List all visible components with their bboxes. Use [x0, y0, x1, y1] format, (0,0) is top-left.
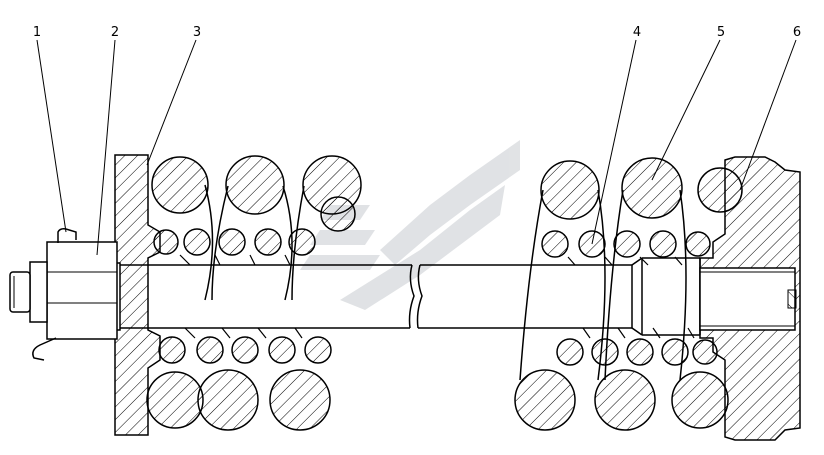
callout-5: 5	[717, 25, 725, 40]
leader-lines	[36, 39, 797, 256]
left-flange	[114, 154, 161, 436]
inner-spring-top	[153, 196, 711, 258]
leader-5	[651, 39, 721, 181]
watermark-logo	[300, 140, 520, 310]
callout-4: 4	[633, 25, 641, 40]
outer-spring-bottom	[146, 369, 729, 431]
leader-4	[591, 39, 637, 245]
callout-labels: 1 2 3 4 5 6	[33, 25, 801, 40]
callout-2: 2	[111, 25, 119, 40]
inner-spring-bottom	[158, 336, 718, 366]
nut	[9, 241, 118, 340]
callout-1: 1	[33, 25, 41, 40]
right-end-piece	[699, 156, 801, 441]
inner-spring-flanks	[179, 254, 695, 339]
callout-6: 6	[793, 25, 801, 40]
outer-spring-flanks	[204, 184, 687, 381]
leader-6	[739, 39, 797, 191]
callout-3: 3	[193, 25, 201, 40]
leader-2	[96, 39, 116, 256]
leader-3	[146, 39, 197, 166]
leader-1	[36, 39, 67, 233]
